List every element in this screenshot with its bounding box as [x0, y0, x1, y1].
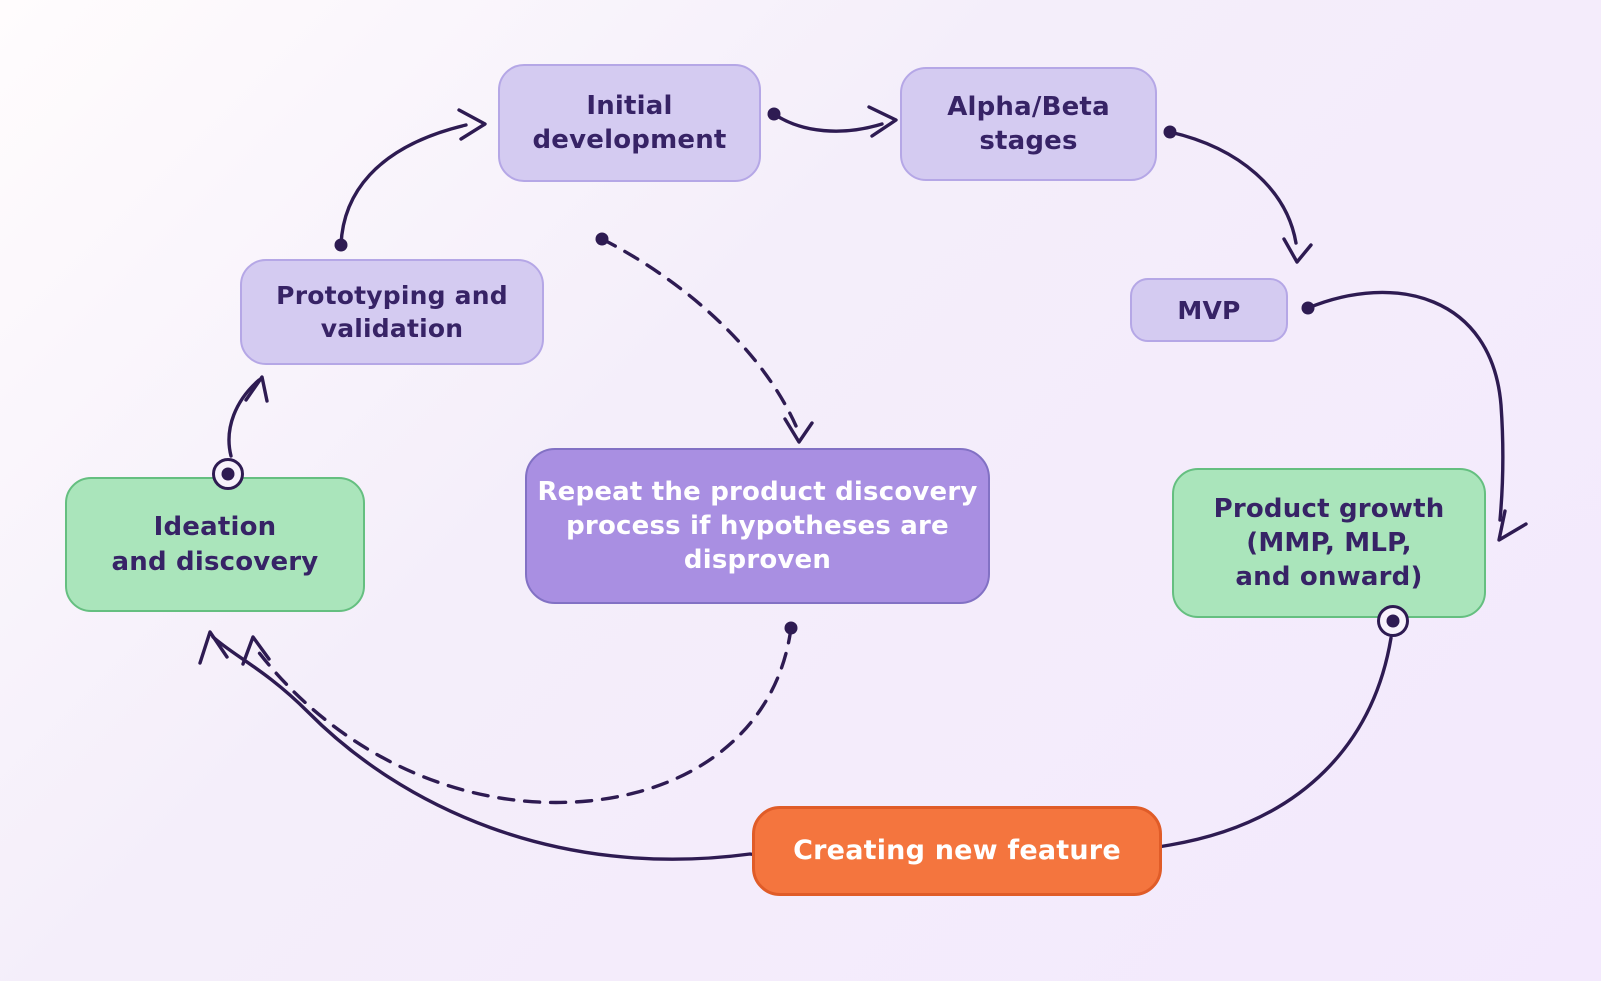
start-dot-icon: [767, 107, 781, 121]
node-label: MVP: [1177, 295, 1241, 325]
start-dot-icon: [784, 621, 798, 635]
arrowhead-icon: [198, 630, 229, 665]
arrow-repeatnote-to-ideation: [241, 621, 798, 805]
node-label: Creating new feature: [793, 835, 1121, 867]
node-label: Ideation and discovery: [111, 512, 319, 577]
arrowhead-icon: [241, 635, 271, 666]
node-product-growth: Product growth (MMP, MLP, and onward): [1172, 468, 1486, 618]
arrow-ideation-to-prototyping: [227, 375, 269, 458]
start-dot-icon: [1301, 301, 1315, 315]
node-initial-development: Initial development: [498, 64, 761, 182]
node-creating-new-feature: Creating new feature: [752, 806, 1162, 896]
arrowhead-icon: [244, 375, 269, 403]
arrowhead-icon: [457, 108, 487, 141]
node-alpha-beta-stages: Alpha/Beta stages: [900, 67, 1157, 181]
arrow-prototyping-to-initial: [334, 108, 487, 252]
node-label: Alpha/Beta stages: [947, 91, 1110, 156]
node-ideation: Ideation and discovery: [65, 477, 365, 612]
arrow-initial-to-repeatnote: [595, 232, 814, 444]
node-label: Repeat the product discovery process if …: [537, 476, 978, 576]
arrowhead-icon: [867, 105, 898, 138]
arrowhead-icon: [783, 417, 814, 444]
arrow-initial-to-alphabeta: [767, 105, 898, 138]
node-repeat-discovery-note: Repeat the product discovery process if …: [525, 448, 990, 604]
arrow-alphabeta-to-mvp: [1163, 125, 1313, 264]
node-prototyping: Prototyping and validation: [240, 259, 544, 365]
start-dot-icon: [1163, 125, 1177, 139]
node-label: Product growth (MMP, MLP, and onward): [1213, 493, 1445, 593]
start-dot-icon: [595, 232, 609, 246]
node-label: Prototyping and validation: [276, 281, 508, 343]
arrowhead-icon: [1282, 237, 1313, 264]
node-mvp: MVP: [1130, 278, 1288, 342]
arrowhead-icon: [1497, 509, 1528, 542]
node-label: Initial development: [532, 90, 727, 155]
start-dot-icon: [334, 238, 348, 252]
